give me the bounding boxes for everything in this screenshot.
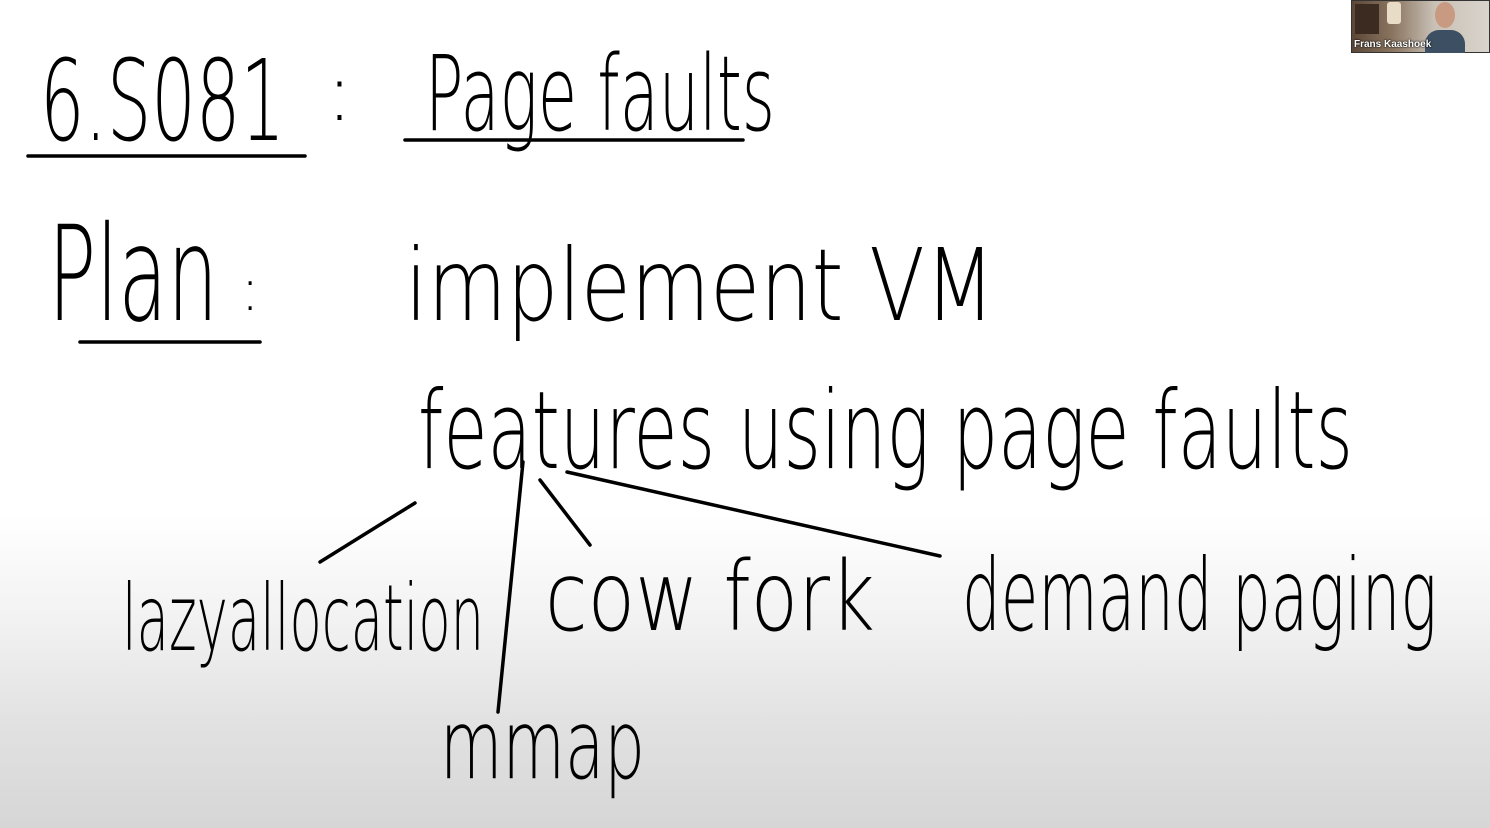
plan-colon: :: [240, 255, 260, 325]
feature-mmap: mmap: [440, 689, 645, 801]
plan-label: Plan: [48, 198, 218, 352]
branch-line-demand: [565, 470, 942, 558]
branch-line-cow: [538, 478, 592, 547]
course-number: 6.S081: [40, 37, 285, 167]
branch-line-lazy: [318, 501, 417, 564]
participant-video-person: [1425, 0, 1465, 53]
participant-shoulders: [1425, 30, 1465, 53]
plan-line-1: implement VM: [405, 227, 995, 344]
branch-line-mmap: [496, 460, 525, 714]
title-colon: :: [326, 46, 353, 139]
participant-head: [1435, 2, 1455, 28]
participant-video-tile[interactable]: Frans Kaashoek: [1351, 0, 1490, 53]
video-background-lamp: [1387, 2, 1401, 24]
plan-line-2: features using page faults: [418, 369, 1353, 494]
feature-lazy-allocation: lazyallocation: [122, 565, 484, 672]
participant-name-label: Frans Kaashoek: [1354, 39, 1432, 50]
feature-demand-paging: demand paging: [962, 537, 1437, 654]
lecture-title: Page faults: [425, 33, 775, 155]
feature-cow-fork: cow fork: [545, 541, 875, 653]
video-background-shelf: [1355, 4, 1379, 34]
